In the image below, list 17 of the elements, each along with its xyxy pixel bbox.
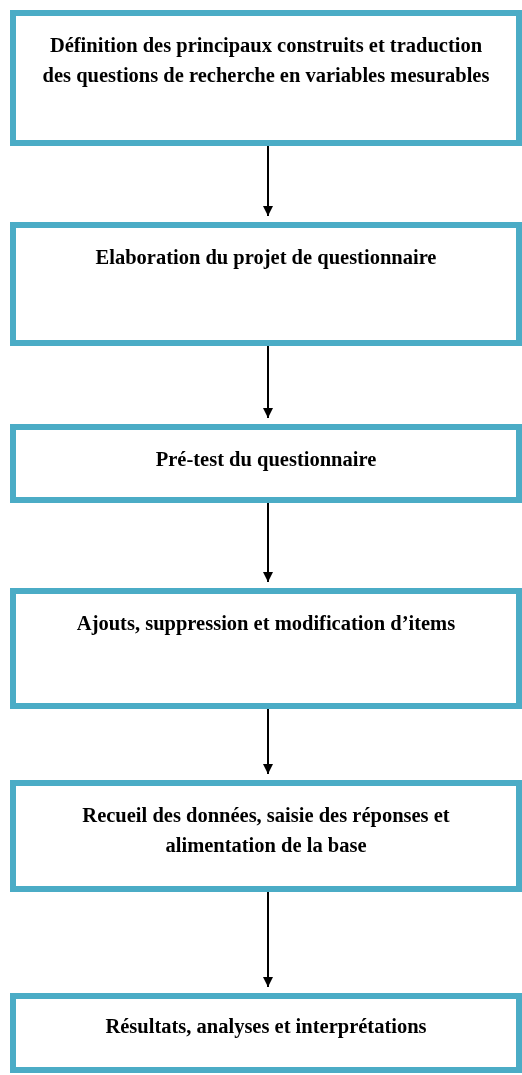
- arrow: [263, 708, 273, 775]
- arrow: [263, 502, 273, 583]
- step-text: Ajouts, suppression et modification d’items: [75, 611, 457, 637]
- process-box: [10, 993, 522, 1073]
- process-box: [10, 10, 522, 146]
- arrow: [263, 145, 273, 217]
- process-box: [10, 588, 522, 709]
- arrow: [263, 345, 273, 419]
- step-text: Définition des principaux construits et traduction des questions de recherche en variables mesurables: [41, 33, 491, 89]
- arrow: [263, 891, 273, 988]
- step-text: Elaboration du projet de questionnaire: [94, 245, 438, 271]
- process-box: [10, 222, 522, 346]
- step-text: Résultats, analyses et interprétations: [104, 1014, 428, 1040]
- process-box: [10, 780, 522, 892]
- process-box: [10, 424, 522, 503]
- step-text: Recueil des données, saisie des réponses et alimentation de la base: [81, 803, 451, 858]
- step-text: Pré-test du questionnaire: [154, 447, 378, 473]
